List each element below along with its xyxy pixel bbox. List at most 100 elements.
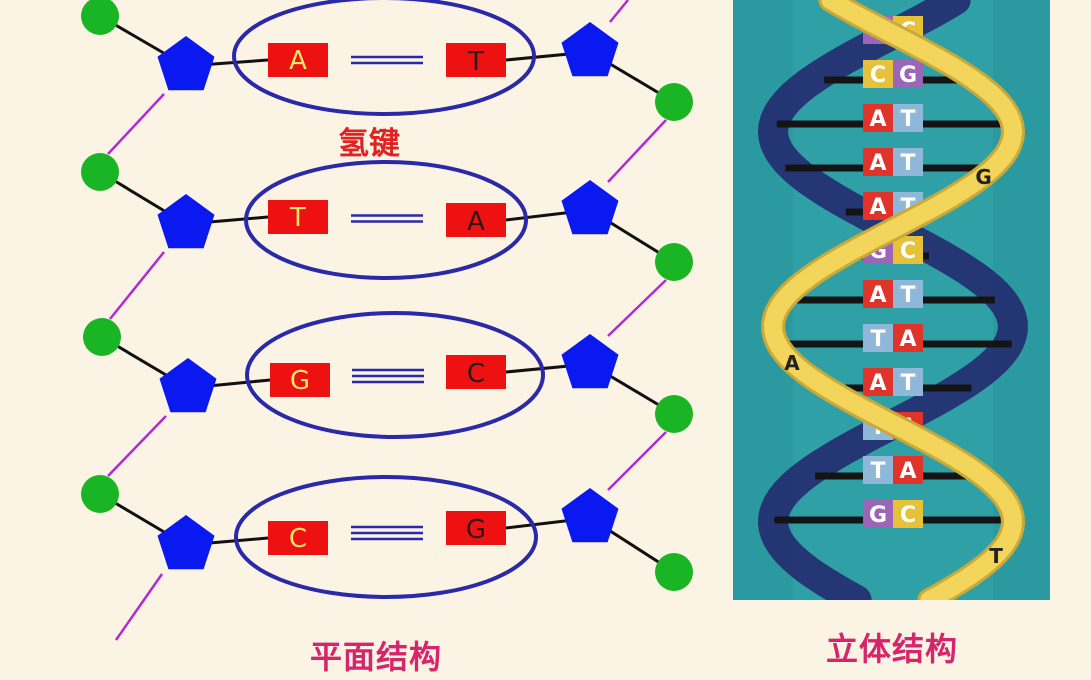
base-pair-ellipse (234, 475, 538, 599)
base-box (270, 363, 330, 397)
helix-base-box (863, 148, 893, 176)
phosphate-circle (83, 318, 121, 356)
helix-base-letter: G (899, 63, 917, 88)
base-box (446, 355, 506, 389)
helix-base-letter: T (900, 107, 915, 132)
deoxyribose-pentagon (561, 488, 619, 543)
helix-base-letter: A (869, 371, 886, 396)
backbone-lines (107, 0, 667, 641)
left-backbone-link (107, 415, 167, 477)
phosphate-circle (655, 243, 693, 281)
phosphate-circle (655, 83, 693, 121)
helix-base-box (863, 368, 893, 396)
planar-structure-caption: 平面结构 (310, 638, 443, 676)
phosphate-circle (81, 0, 119, 35)
helix-base-box (863, 60, 893, 88)
base-letter: C (289, 524, 307, 554)
deoxyribose-pentagon (157, 515, 215, 570)
helix-base-box (893, 60, 923, 88)
helix-base-letter: T (900, 371, 915, 396)
right-backbone-link (607, 431, 667, 491)
helix-base-letter: T (870, 327, 885, 352)
helix-base-box (863, 280, 893, 308)
helix-base-box (893, 368, 923, 396)
base-letter: G (466, 515, 486, 545)
deoxyribose-pentagon (157, 194, 215, 249)
helix-base-letter: T (900, 283, 915, 308)
base-letter: T (289, 203, 306, 233)
deoxyribose-pentagon (561, 22, 619, 77)
base-letter: C (467, 359, 485, 389)
helix-base-box (893, 104, 923, 132)
helix-base-letter: C (900, 503, 916, 528)
left-backbone-link (109, 251, 165, 320)
helix-base-box (863, 500, 893, 528)
helix-base-box (893, 280, 923, 308)
strand-letter: A (784, 351, 800, 375)
base-letter: G (290, 366, 310, 396)
helix-base-box (893, 148, 923, 176)
helix-base-letter: A (869, 151, 886, 176)
helix-base-box (893, 456, 923, 484)
helix-base-letter: A (899, 459, 916, 484)
strand-letter: T (989, 544, 1003, 568)
right-backbone-link (607, 279, 667, 337)
base-box (446, 511, 506, 545)
helix-base-box (893, 500, 923, 528)
base-box (446, 43, 506, 77)
phosphate-circle (655, 395, 693, 433)
helix-base-letter: G (869, 503, 887, 528)
deoxyribose-pentagon (561, 180, 619, 235)
base-letter: A (289, 46, 307, 76)
helix-base-letter: T (900, 151, 915, 176)
helix-base-box (863, 192, 893, 220)
right-backbone-link (607, 119, 667, 183)
helix-structure-caption: 立体结构 (826, 630, 959, 668)
deoxyribose-pentagon (561, 334, 619, 389)
phosphate-circle (655, 553, 693, 591)
base-box (446, 203, 506, 237)
base-box (268, 521, 328, 555)
helix-base-letter: A (899, 327, 916, 352)
front-strand (764, 0, 1023, 600)
right-backbone-tail (609, 0, 629, 23)
helix-base-letter: C (870, 63, 886, 88)
helix-base-letter: C (900, 239, 916, 264)
base-letter: T (467, 47, 484, 77)
base-box (268, 200, 328, 234)
hydrogen-bond-label: 氢键 (338, 126, 400, 162)
base-pair-ellipse (245, 311, 545, 439)
deoxyribose-pentagon (157, 36, 215, 91)
base-letter: A (467, 207, 485, 237)
strand-letter: G (975, 165, 991, 189)
helix-base-box (863, 104, 893, 132)
left-backbone-tail (114, 573, 164, 641)
helix-base-box (893, 324, 923, 352)
helix-base-box (863, 324, 893, 352)
helix-base-box (863, 456, 893, 484)
helix-base-box (893, 236, 923, 264)
back-strand (757, 0, 1028, 600)
base-pair-ellipse (232, 0, 536, 116)
helix-base-letter: A (869, 107, 886, 132)
left-backbone-link (107, 93, 165, 155)
phosphate-circle (81, 153, 119, 191)
helix-base-letter: A (869, 283, 886, 308)
deoxyribose-pentagon (159, 358, 217, 413)
